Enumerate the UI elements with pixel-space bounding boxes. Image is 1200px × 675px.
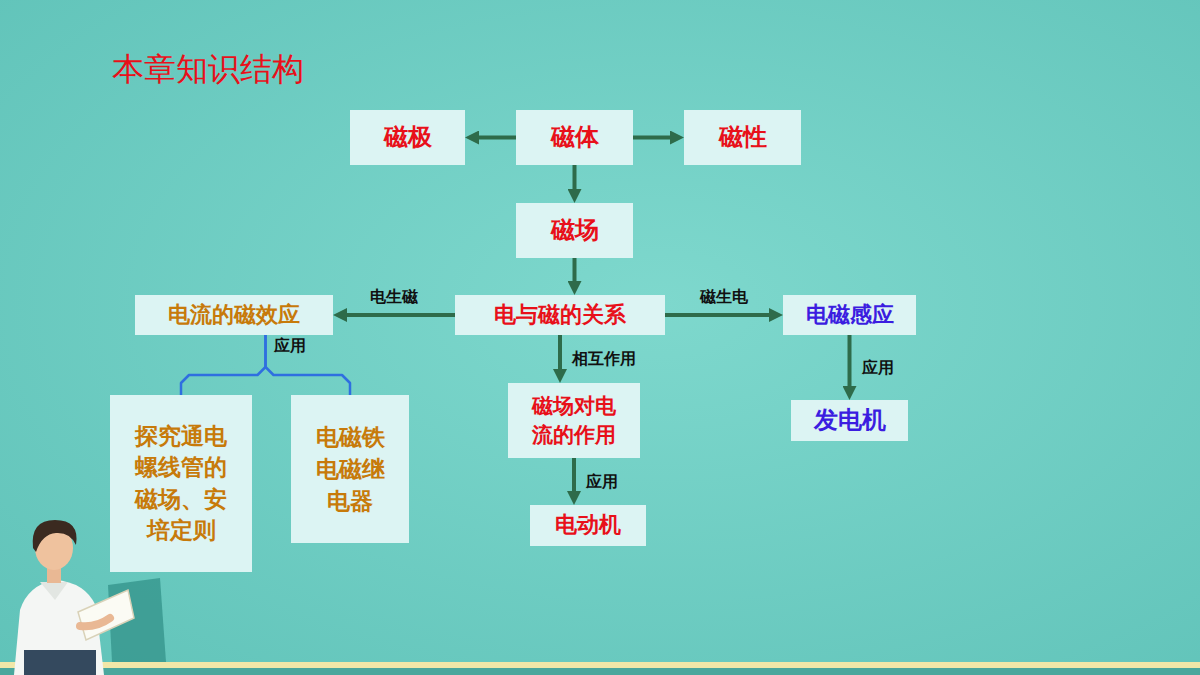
brace-connector [181,335,266,395]
box-label: 电磁铁 电磁继电器 [307,421,393,518]
concept-box: 发电机 [791,400,908,441]
concept-box: 电动机 [530,505,646,546]
edge-label: 电生磁 [370,287,418,307]
concept-box: 磁性 [684,110,801,165]
arrow-connector [573,165,577,189]
chalk-ledge [0,662,1200,668]
concept-box: 磁场 [516,203,633,258]
edge-label: 相互作用 [572,349,636,369]
box-label: 磁性 [719,123,767,152]
arrow-connector [573,258,577,281]
concept-box: 磁场对电流的作用 [508,383,640,458]
arrow-connector [479,136,516,140]
arrow-connector [665,313,769,317]
slide-title: 本章知识结构 [112,48,304,92]
arrow-connector [633,136,670,140]
box-label: 电与磁的关系 [494,302,626,328]
box-label: 磁场对电流的作用 [524,392,624,449]
concept-box: 电磁感应 [783,295,916,335]
box-label: 磁极 [384,123,432,152]
box-label: 电动机 [555,512,621,538]
arrow-connector [848,335,852,386]
concept-box: 磁极 [350,110,465,165]
box-label: 发电机 [814,406,886,435]
concept-box: 探究通电螺线管的磁场、安培定则 [110,395,252,572]
box-label: 磁场 [551,216,599,245]
floor-band [0,668,1200,675]
box-label: 电磁感应 [806,302,894,328]
concept-box: 电磁铁 电磁继电器 [291,395,409,543]
arrow-connector [572,458,576,491]
box-label: 探究通电螺线管的磁场、安培定则 [126,421,236,545]
edge-label: 应用 [862,358,894,378]
edge-label: 应用 [586,472,618,492]
box-label: 电流的磁效应 [168,302,300,328]
concept-box: 电与磁的关系 [455,295,665,335]
box-label: 磁体 [551,123,599,152]
arrow-connector [347,313,455,317]
concept-box: 磁体 [516,110,633,165]
arrow-connector [558,335,562,369]
brace-connector [266,335,351,395]
edge-label: 磁生电 [700,287,748,307]
concept-box: 电流的磁效应 [135,295,333,335]
edge-label: 应用 [274,336,306,356]
